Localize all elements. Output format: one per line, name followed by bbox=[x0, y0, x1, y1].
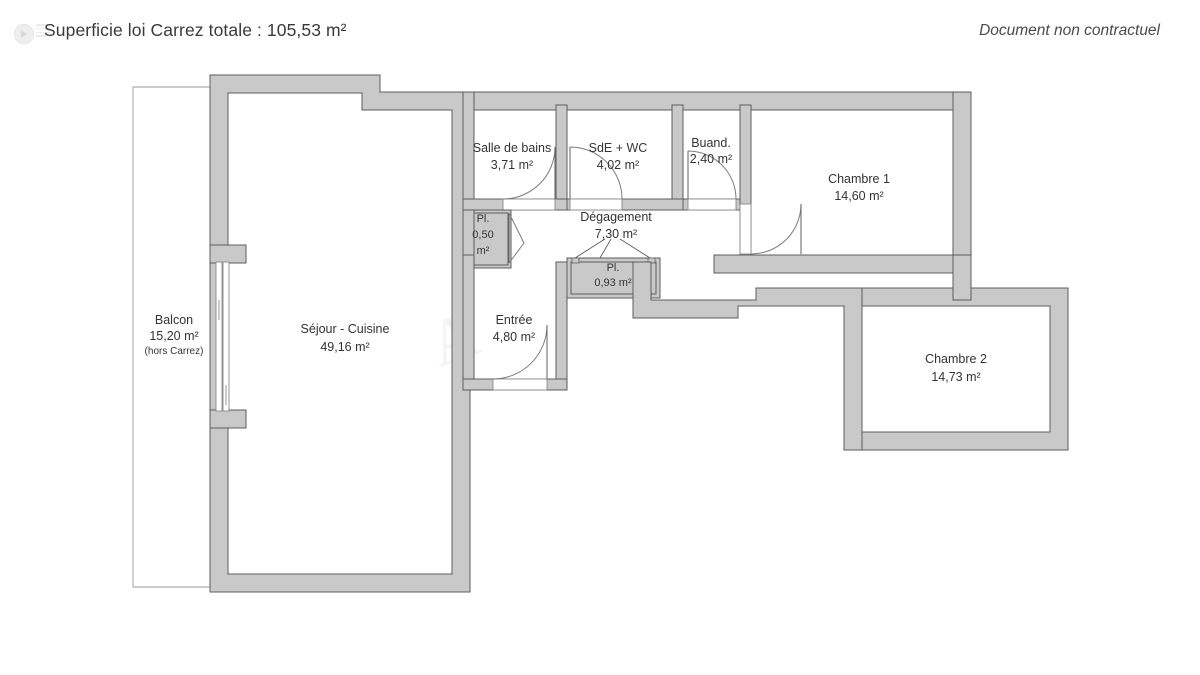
disclaimer-note: Document non contractuel bbox=[979, 22, 1160, 39]
text-lines-icon bbox=[36, 24, 52, 41]
svg-text:15,20 m²: 15,20 m² bbox=[149, 329, 198, 343]
page-header: Superficie loi Carrez totale : 105,53 m²… bbox=[0, 0, 1200, 62]
svg-text:14,73 m²: 14,73 m² bbox=[931, 370, 980, 384]
room-label-placard-050: Pl. 0,50 m² bbox=[472, 213, 493, 257]
svg-text:4,02 m²: 4,02 m² bbox=[597, 158, 639, 172]
page-title: Superficie loi Carrez totale : 105,53 m² bbox=[44, 20, 347, 40]
svg-text:7,30 m²: 7,30 m² bbox=[595, 227, 637, 241]
svg-text:49,16 m²: 49,16 m² bbox=[320, 340, 369, 354]
svg-text:Balcon: Balcon bbox=[155, 313, 193, 327]
room-label-placard-093: Pl. 0,93 m² bbox=[594, 262, 632, 289]
svg-text:0,93 m²: 0,93 m² bbox=[594, 277, 632, 289]
room-label-chambre1: Chambre 1 14,60 m² bbox=[828, 172, 890, 203]
door-swing-chambre1[interactable] bbox=[739, 203, 802, 255]
svg-text:Pl.: Pl. bbox=[477, 213, 490, 225]
balcony-door-jambs bbox=[209, 244, 247, 429]
svg-text:SdE + WC: SdE + WC bbox=[589, 141, 648, 155]
svg-text:Chambre 2: Chambre 2 bbox=[925, 352, 987, 366]
room-label-salle-de-bains: Salle de bains 3,71 m² bbox=[473, 141, 552, 172]
play-circle-icon bbox=[14, 24, 34, 44]
room-label-entree: Entrée 4,80 m² bbox=[493, 313, 535, 344]
svg-text:Entrée: Entrée bbox=[496, 313, 533, 327]
stepped-wall-corridor bbox=[632, 261, 863, 451]
svg-text:Salle de bains: Salle de bains bbox=[473, 141, 552, 155]
room-label-buanderie: Buand. 2,40 m² bbox=[690, 136, 732, 166]
svg-text:(hors Carrez): (hors Carrez) bbox=[145, 346, 204, 357]
svg-text:14,60 m²: 14,60 m² bbox=[834, 189, 883, 203]
svg-text:0,50: 0,50 bbox=[472, 229, 493, 241]
door-swing-sde-wc bbox=[569, 146, 623, 200]
svg-text:Séjour - Cuisine: Séjour - Cuisine bbox=[301, 322, 390, 336]
svg-text:Chambre 1: Chambre 1 bbox=[828, 172, 890, 186]
wall-connector-right bbox=[952, 254, 972, 301]
svg-text:2,40 m²: 2,40 m² bbox=[690, 152, 732, 166]
wet-room-door-thresholds bbox=[502, 198, 737, 211]
room-label-chambre2: Chambre 2 14,73 m² bbox=[925, 352, 987, 384]
room-label-balcon: Balcon 15,20 m² (hors Carrez) bbox=[145, 313, 204, 357]
room-label-sejour-cuisine: Séjour - Cuisine 49,16 m² bbox=[301, 322, 390, 354]
entrance-door[interactable] bbox=[492, 324, 548, 391]
balcony-outline bbox=[132, 86, 210, 588]
degagement-leaders bbox=[574, 238, 651, 259]
door-swing-salle-de-bains bbox=[502, 146, 556, 200]
chambre2-walls bbox=[861, 287, 1069, 451]
svg-text:m²: m² bbox=[477, 245, 490, 257]
room-label-degagement: Dégagement 7,30 m² bbox=[580, 210, 652, 241]
svg-text:Buand.: Buand. bbox=[691, 136, 731, 150]
svg-text:Pl.: Pl. bbox=[607, 262, 620, 274]
room-label-sde-wc: SdE + WC 4,02 m² bbox=[589, 141, 648, 172]
svg-text:4,80 m²: 4,80 m² bbox=[493, 330, 535, 344]
door-swing-buanderie bbox=[687, 150, 737, 200]
svg-text:Dégagement: Dégagement bbox=[580, 210, 652, 224]
svg-text:3,71 m²: 3,71 m² bbox=[491, 158, 533, 172]
